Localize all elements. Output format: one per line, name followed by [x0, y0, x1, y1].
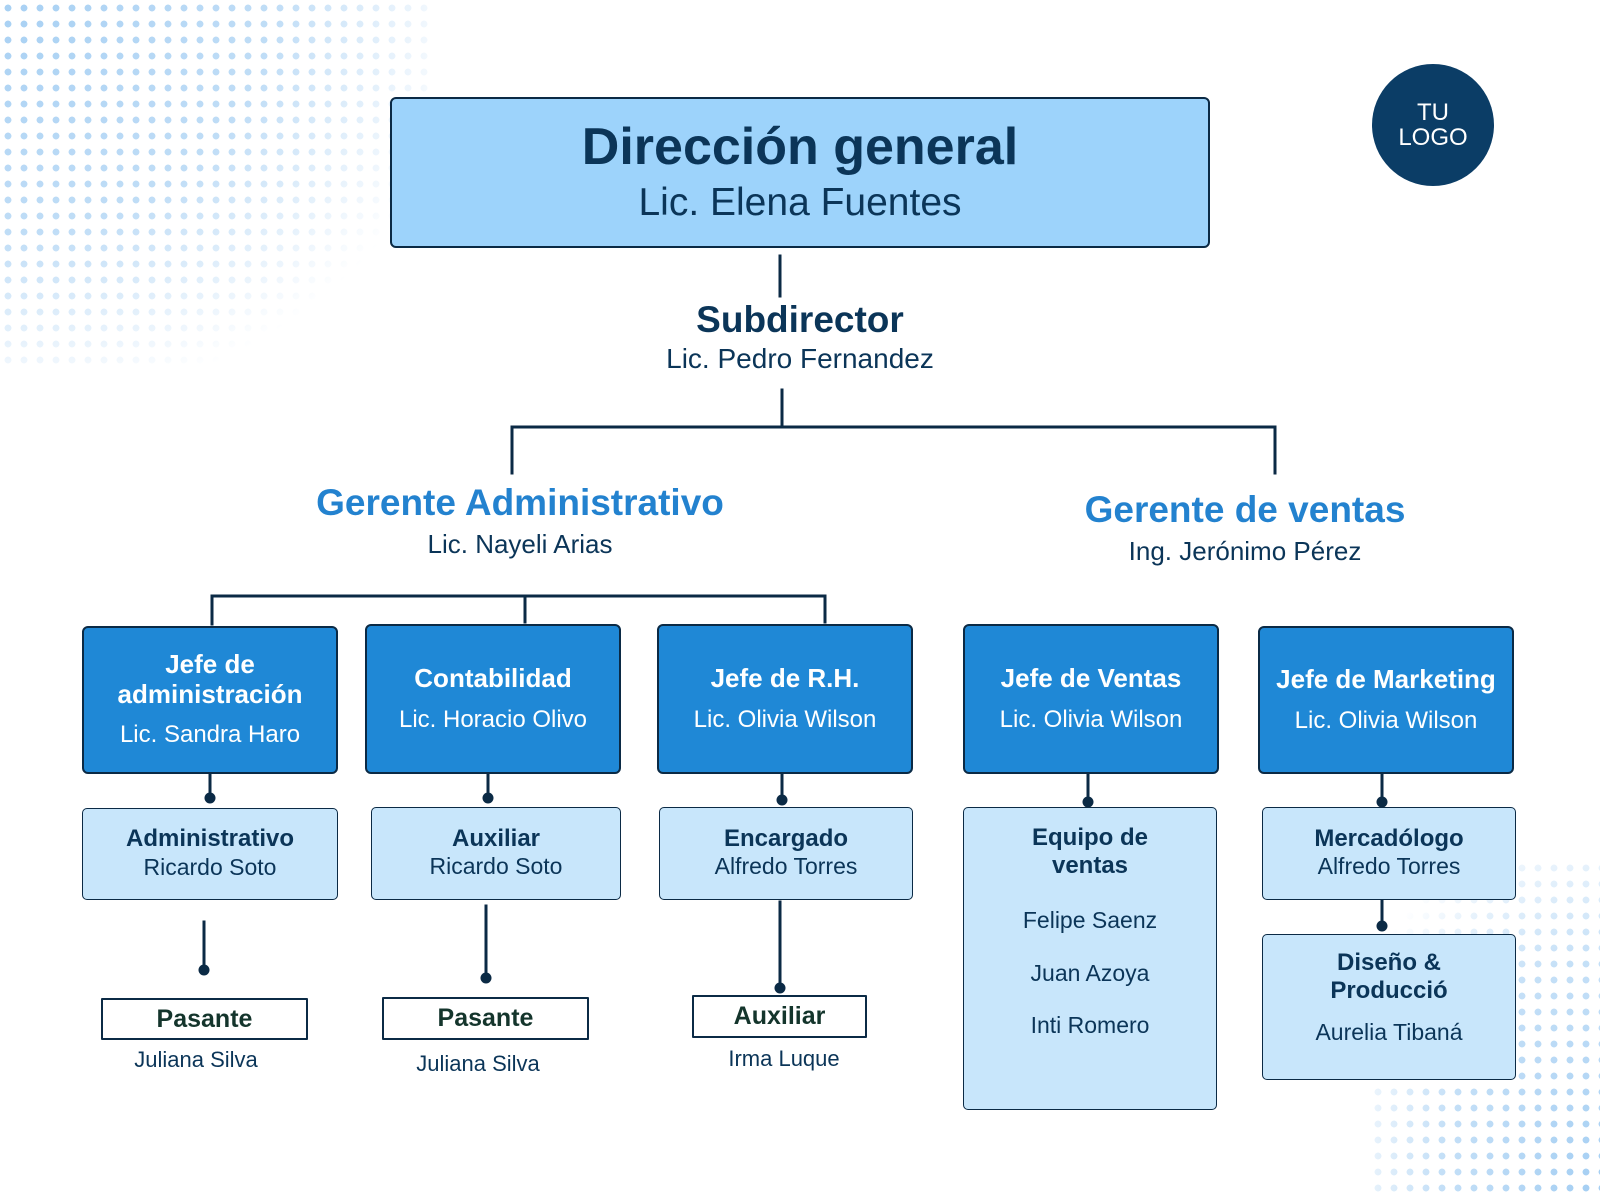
node-title: Gerente de ventas	[1084, 489, 1406, 530]
team-member: Felipe Saenz	[1022, 907, 1158, 934]
node-jefe-de-rh: Jefe de R.H. Lic. Olivia Wilson	[657, 624, 913, 774]
node-name: Ricardo Soto	[143, 853, 277, 880]
node-encargado: Encargado Alfredo Torres	[659, 807, 913, 900]
node-contabilidad: Contabilidad Lic. Horacio Olivo	[365, 624, 621, 774]
node-name: Irma Luque	[728, 1046, 840, 1071]
node-name: Lic. Pedro Fernandez	[666, 343, 934, 375]
logo-badge: TU LOGO	[1372, 64, 1494, 186]
node-title: Jefe de Marketing	[1276, 663, 1496, 694]
node-name: Aurelia Tibaná	[1315, 1019, 1463, 1046]
node-title: Mercadólogo	[1314, 824, 1464, 852]
node-name: Lic. Sandra Haro	[119, 721, 301, 749]
node-title: Jefe de R.H.	[710, 662, 860, 693]
node-title: Equipo de ventas	[1032, 824, 1148, 879]
node-title: Contabilidad	[414, 662, 572, 693]
node-title: Diseño & Producció	[1330, 949, 1448, 1004]
node-title: Subdirector	[696, 299, 904, 340]
node-title: Administrativo	[125, 825, 295, 853]
node-name: Lic. Nayeli Arias	[427, 529, 613, 560]
node-name: Lic. Olivia Wilson	[1294, 706, 1478, 734]
logo-line-1: TU	[1417, 98, 1449, 126]
logo-line-2: LOGO	[1398, 124, 1468, 151]
node-jefe-de-ventas: Jefe de Ventas Lic. Olivia Wilson	[963, 624, 1219, 774]
node-pasante-1: Pasante	[101, 998, 308, 1040]
team-member: Inti Romero	[1030, 1012, 1150, 1039]
node-subdirector: Subdirector Lic. Pedro Fernandez	[580, 298, 1020, 376]
node-name: Juliana Silva	[416, 1051, 540, 1076]
node-title: Jefe de administración	[117, 648, 303, 709]
node-name: Alfredo Torres	[714, 853, 858, 880]
node-title: Pasante	[437, 1004, 534, 1032]
team-member: Juan Azoya	[1030, 959, 1150, 986]
node-name: Lic. Elena Fuentes	[638, 180, 962, 224]
node-name: Ing. Jerónimo Pérez	[1128, 536, 1362, 567]
node-gerente-administrativo: Gerente Administrativo Lic. Nayeli Arias	[250, 481, 790, 561]
team-member-list: Felipe Saenz Juan Azoya Inti Romero	[1023, 907, 1157, 1038]
node-name: Juliana Silva	[134, 1047, 258, 1072]
node-auxiliar: Auxiliar Ricardo Soto	[371, 807, 621, 900]
node-name: Lic. Horacio Olivo	[398, 705, 588, 733]
node-administrativo: Administrativo Ricardo Soto	[82, 808, 338, 900]
node-title: Auxiliar	[733, 1002, 826, 1030]
node-title: Jefe de Ventas	[1000, 662, 1182, 693]
node-name: Lic. Olivia Wilson	[693, 705, 877, 733]
node-name: Ricardo Soto	[429, 853, 563, 880]
node-title: Gerente Administrativo	[316, 482, 724, 523]
node-jefe-de-administracion: Jefe de administración Lic. Sandra Haro	[82, 626, 338, 774]
node-name: Lic. Olivia Wilson	[999, 705, 1183, 733]
node-title: Auxiliar	[451, 824, 541, 852]
node-title: Dirección general	[581, 117, 1019, 176]
node-mercadologo: Mercadólogo Alfredo Torres	[1262, 807, 1516, 900]
node-pasante-2: Pasante	[382, 997, 589, 1040]
node-title: Pasante	[156, 1004, 253, 1033]
node-name: Alfredo Torres	[1317, 853, 1461, 880]
node-jefe-de-marketing: Jefe de Marketing Lic. Olivia Wilson	[1258, 626, 1514, 774]
node-equipo-de-ventas: Equipo de ventas Felipe Saenz Juan Azoya…	[963, 807, 1217, 1110]
node-diseno-produccion: Diseño & Producció Aurelia Tibaná	[1262, 934, 1516, 1080]
node-title: Encargado	[723, 824, 849, 852]
decorative-dot-pattern-top-left	[0, 0, 430, 370]
node-direccion-general: Dirección general Lic. Elena Fuentes	[390, 97, 1210, 248]
node-gerente-de-ventas: Gerente de ventas Ing. Jerónimo Pérez	[1030, 488, 1460, 568]
node-auxiliar-intern: Auxiliar	[692, 995, 867, 1038]
